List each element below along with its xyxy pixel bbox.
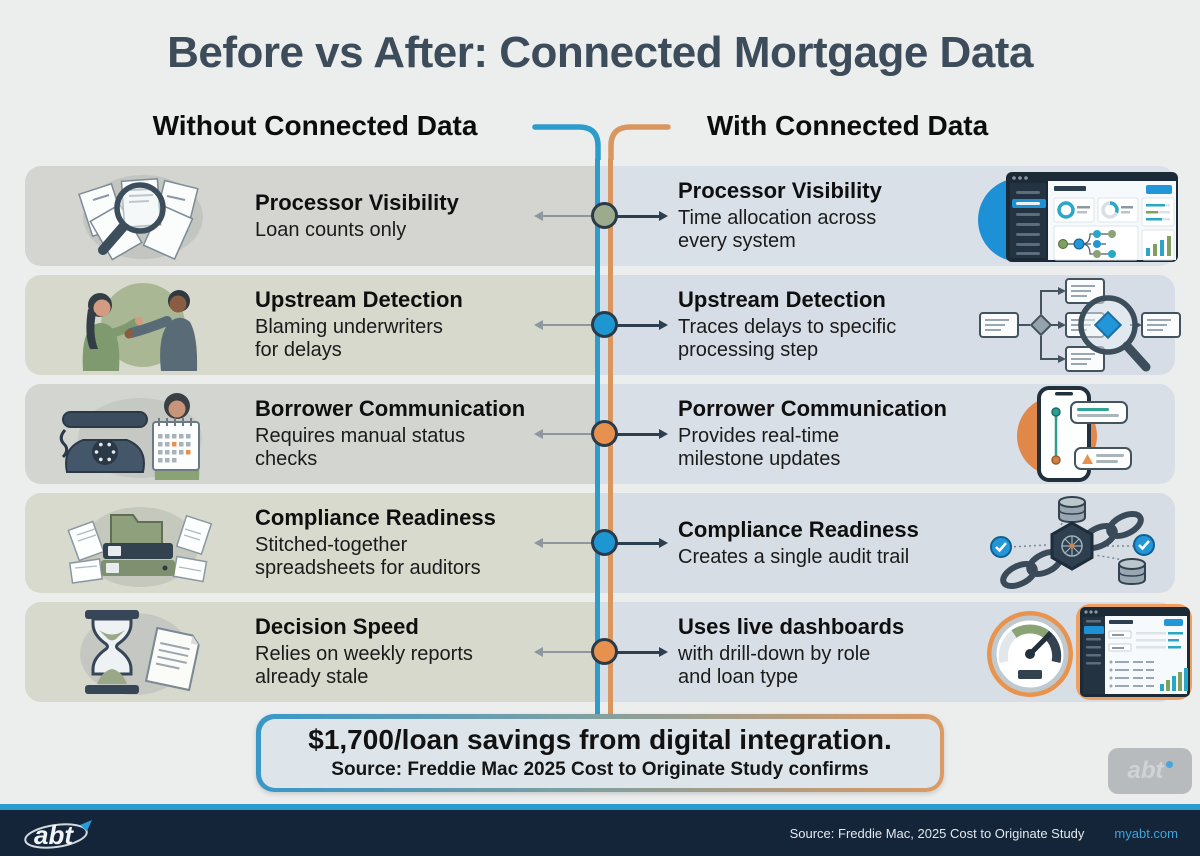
row-subtitle: Stitched-together spreadsheets for audit…	[255, 533, 481, 580]
row-title: Processor Visibility	[255, 190, 459, 216]
timeline-node	[591, 311, 618, 338]
row-title: Processor Visibility	[678, 178, 882, 204]
analytics-dashboard-icon	[978, 172, 1178, 262]
gauge-dashboard-icon	[987, 604, 1192, 700]
savings-callout: $1,700/loan savings from digital integra…	[256, 714, 944, 792]
after-card: Uses live dashboards with drill-down by …	[600, 602, 1192, 702]
footer-source-text: Source: Freddie Mac, 2025 Cost to Origin…	[789, 825, 1085, 841]
timeline-node	[591, 202, 618, 229]
row-subtitle: Traces delays to specific processing ste…	[678, 315, 897, 362]
left-arrow	[534, 647, 595, 657]
left-arrow	[534, 211, 595, 221]
savings-source: Source: Freddie Mac 2025 Cost to Origina…	[331, 758, 869, 780]
timeline-node	[591, 529, 618, 556]
flowchart-magnifier-icon	[979, 278, 1181, 372]
right-arrow	[617, 538, 668, 547]
footer-website-link[interactable]: myabt.com	[1114, 825, 1178, 841]
savings-headline: $1,700/loan savings from digital integra…	[308, 724, 892, 756]
row-title: Compliance Readiness	[255, 505, 496, 531]
left-arrow	[534, 429, 595, 439]
row-subtitle: Provides real-time milestone updates	[678, 424, 841, 471]
right-arrow	[617, 211, 668, 220]
row-title: Upstream Detection	[678, 287, 886, 313]
comparison-row-processor-visibility: Processor Visibility Loan counts only Pr…	[25, 166, 1178, 266]
after-card: Compliance Readiness Creates a single au…	[600, 493, 1175, 593]
before-card: Borrower Communication Requires manual s…	[25, 384, 600, 484]
phone-notifications-icon	[1016, 386, 1132, 482]
column-header-with: With Connected Data	[706, 110, 989, 141]
before-card: Compliance Readiness Stitched-together s…	[25, 493, 600, 593]
right-arrow	[617, 320, 668, 329]
comparison-row-upstream-detection: Upstream Detection Blaming underwriters …	[25, 275, 1181, 375]
left-arrow	[534, 538, 595, 548]
row-subtitle: Time allocation across every system	[678, 206, 877, 253]
blockchain-audit-icon	[990, 496, 1155, 589]
row-subtitle: with drill-down by role and loan type	[678, 642, 871, 689]
after-card: Processor Visibility Time allocation acr…	[600, 166, 1178, 266]
timeline-node	[591, 638, 618, 665]
comparison-row-compliance-readiness: Compliance Readiness Stitched-together s…	[25, 493, 1175, 593]
header-connector-curves	[532, 124, 671, 160]
binders-spreadsheets-icon	[67, 507, 213, 587]
people-blaming-icon	[82, 283, 198, 371]
timeline-node	[591, 420, 618, 447]
left-arrow	[534, 320, 595, 330]
watermark-label: abt	[1127, 757, 1164, 784]
column-header-without: Without Connected Data	[152, 110, 478, 141]
row-title: Porrower Communication	[678, 396, 947, 422]
abt-logo-text: abt	[34, 820, 74, 850]
page-title: Before vs After: Connected Mortgage Data	[167, 28, 1033, 77]
row-title: Borrower Communication	[255, 396, 526, 422]
before-card: Processor Visibility Loan counts only	[25, 166, 600, 266]
footer-accent-stripe	[0, 804, 1200, 810]
row-title: Decision Speed	[255, 614, 419, 640]
magnifier-documents-icon	[78, 175, 203, 261]
row-subtitle: Loan counts only	[255, 218, 407, 241]
abt-watermark: abt	[1108, 748, 1192, 794]
row-title: Uses live dashboards	[678, 614, 905, 640]
right-arrow	[617, 429, 668, 438]
after-card: Upstream Detection Traces delays to spec…	[600, 275, 1181, 375]
watermark-blue-dot	[1165, 760, 1173, 768]
phone-calendar-icon	[59, 393, 202, 480]
footer-bar: abt Source: Freddie Mac, 2025 Cost to Or…	[0, 810, 1200, 856]
row-subtitle: Blaming underwriters for delays	[255, 315, 443, 362]
row-title: Upstream Detection	[255, 287, 463, 313]
row-subtitle: Relies on weekly reports already stale	[255, 642, 473, 689]
comparison-row-decision-speed: Decision Speed Relies on weekly reports …	[25, 602, 1192, 702]
before-card: Decision Speed Relies on weekly reports …	[25, 602, 600, 702]
row-subtitle: Requires manual status checks	[255, 424, 466, 471]
before-card: Upstream Detection Blaming underwriters …	[25, 275, 600, 375]
abt-logo: abt	[24, 820, 92, 850]
row-title: Compliance Readiness	[678, 517, 919, 543]
row-subtitle: Creates a single audit trail	[678, 545, 910, 568]
after-card: Porrower Communication Provides real-tim…	[600, 384, 1175, 484]
hourglass-report-icon	[80, 610, 200, 695]
comparison-row-borrower-communication: Borrower Communication Requires manual s…	[25, 384, 1175, 484]
right-arrow	[617, 647, 668, 656]
